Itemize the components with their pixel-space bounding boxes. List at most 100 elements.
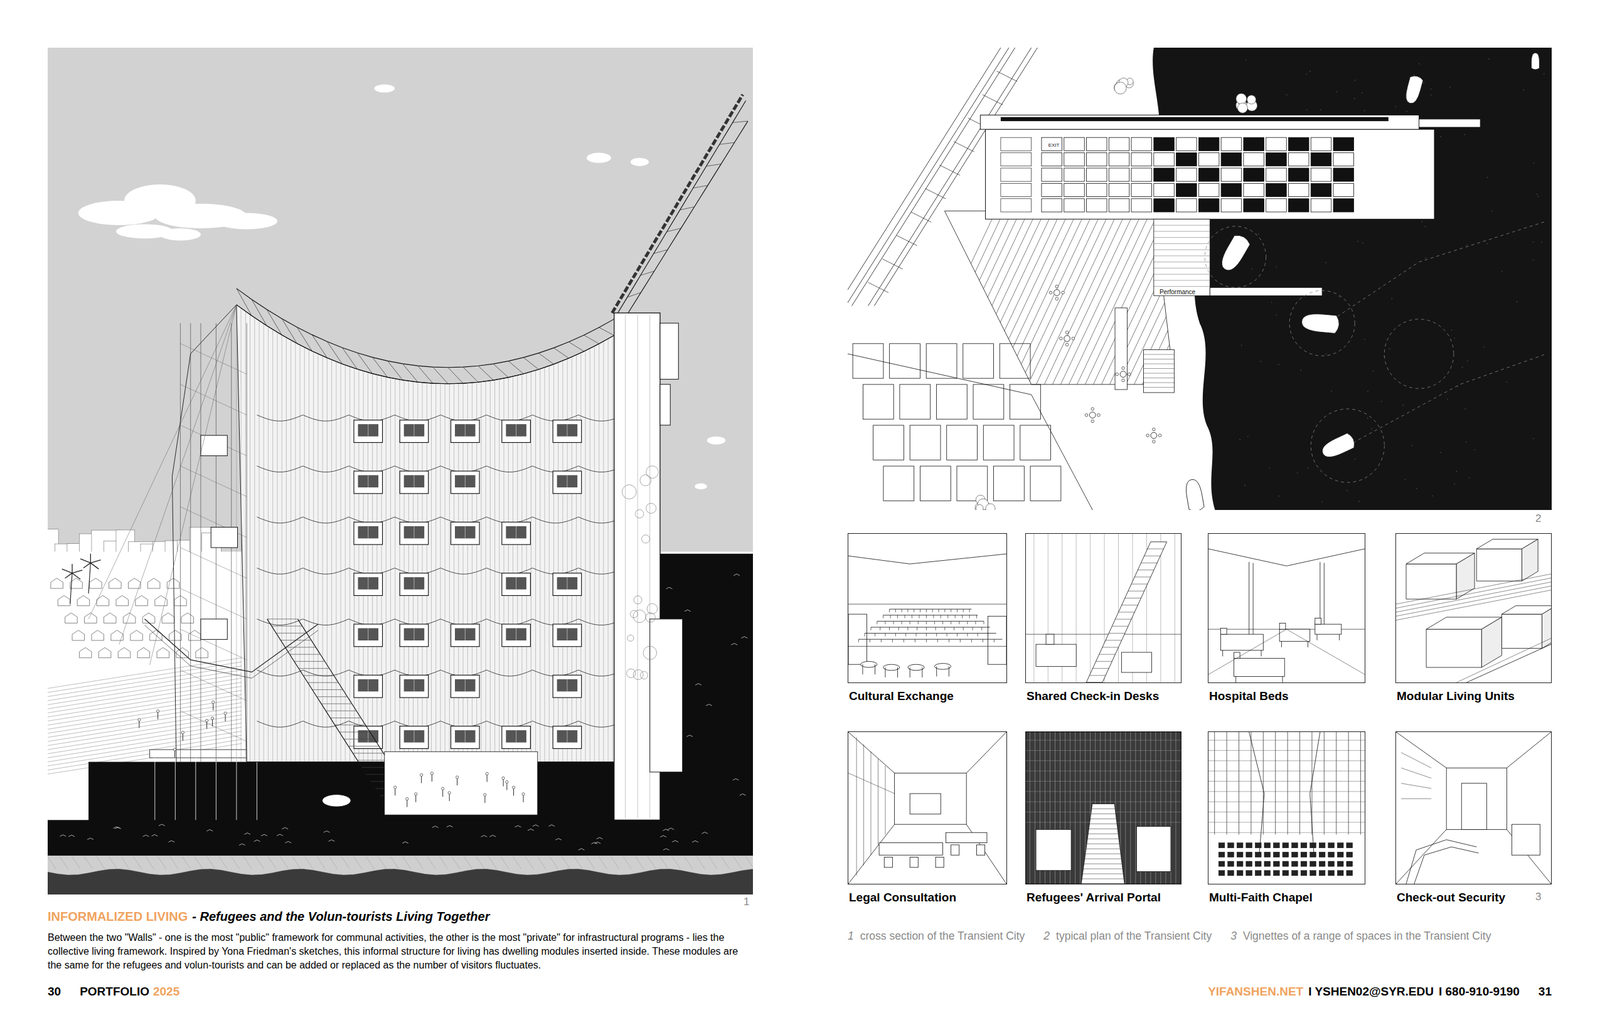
person	[394, 788, 396, 796]
sketch-line	[1083, 869, 1124, 870]
mullion	[544, 367, 546, 763]
portfolio-year: 2025	[153, 985, 180, 999]
module-frame	[413, 730, 415, 743]
sketch-rect	[1300, 843, 1307, 849]
water-texture	[1464, 408, 1466, 410]
solar-panels	[612, 94, 743, 314]
sketch-line	[950, 621, 952, 625]
sketch-line	[1086, 843, 1120, 845]
stair-step	[1143, 387, 1175, 388]
sea-bed-hatch	[170, 857, 179, 870]
sketch-line	[882, 615, 884, 619]
palm-leaf	[90, 560, 101, 564]
module-frame	[464, 628, 466, 641]
plaza-hatch	[47, 707, 242, 738]
water-texture	[1336, 90, 1338, 93]
living-module	[353, 522, 383, 545]
palm-leaf	[72, 570, 83, 574]
water-texture	[1275, 266, 1277, 268]
city-block	[873, 425, 905, 460]
stair-step	[280, 640, 312, 641]
sea-bed-hatch	[194, 857, 203, 870]
plaza-hatch	[1023, 200, 1115, 395]
city-block	[999, 343, 1031, 379]
module-frame	[464, 424, 466, 437]
cloud	[374, 84, 396, 93]
sketch-path	[1521, 539, 1538, 582]
pier-line	[1153, 255, 1210, 256]
road-line	[874, 47, 1038, 307]
sketch-line	[971, 639, 972, 643]
living-module	[353, 420, 383, 443]
tree-foliage	[640, 474, 652, 487]
water-texture	[1271, 301, 1273, 304]
sea-bed-hatch	[660, 857, 669, 870]
email: I YSHEN02@SYR.EDU	[1308, 985, 1434, 999]
tower-brace	[180, 710, 247, 742]
module-cell	[1086, 198, 1108, 213]
living-module	[399, 522, 429, 545]
sketch-line	[890, 615, 891, 619]
sketch-rect	[1328, 861, 1335, 867]
water-texture	[1533, 162, 1535, 164]
city-block	[899, 384, 931, 420]
sketch-line	[1102, 646, 1119, 648]
house	[65, 613, 78, 624]
sketch-line	[938, 609, 940, 613]
mullion	[304, 347, 305, 763]
sketch-line	[870, 751, 872, 856]
module-cell	[1131, 168, 1152, 182]
truss-diagonal	[311, 335, 327, 359]
stilt	[256, 757, 258, 821]
wave-mark	[666, 587, 673, 589]
person	[212, 719, 213, 727]
sketch-line	[969, 609, 971, 613]
sketch-line	[1307, 641, 1309, 648]
sea-bed-hatch	[574, 857, 583, 870]
plaza-hatch	[47, 661, 242, 693]
city-block	[936, 384, 967, 420]
sketch-path	[1414, 847, 1479, 885]
plaza-hatch	[949, 200, 1042, 395]
sketch-line	[953, 627, 955, 631]
sketch-line	[874, 664, 876, 675]
hanging-deck	[144, 625, 319, 679]
sketch-rect	[1279, 629, 1311, 642]
stair-rail	[267, 619, 385, 804]
palm-trunk	[88, 562, 91, 594]
pier-line	[1153, 225, 1210, 226]
road-line	[847, 47, 1009, 307]
sketch-line	[1235, 676, 1237, 683]
truss-diagonal	[680, 207, 695, 211]
cable	[119, 304, 237, 646]
sketch-line	[936, 666, 937, 677]
mullion	[608, 338, 609, 762]
route-circle	[1289, 290, 1355, 356]
wave-mark	[59, 835, 66, 837]
wave-mark	[684, 609, 691, 612]
vignette-title: Hospital Beds	[1209, 689, 1289, 704]
city-block	[1010, 384, 1041, 420]
sketch-line	[911, 615, 913, 619]
cloud	[586, 153, 612, 164]
module-cell	[1266, 198, 1287, 213]
city-block	[919, 466, 951, 501]
tree-foliage	[627, 634, 634, 642]
tree-foliage	[633, 596, 642, 605]
sea-bed-hatch	[439, 857, 448, 870]
sketch-line	[936, 633, 937, 637]
truss-diagonal	[627, 292, 642, 297]
project-description: Between the two "Walls" - one is the mos…	[47, 931, 753, 973]
person	[182, 734, 184, 742]
sketch-line	[1208, 740, 1365, 742]
sketch-line	[1263, 732, 1264, 836]
sketch-line	[1025, 760, 1181, 762]
person	[415, 795, 416, 803]
water-texture	[1453, 337, 1456, 339]
sketch-line	[954, 615, 956, 619]
water-texture	[1522, 89, 1525, 91]
water-texture	[1411, 444, 1414, 447]
sketch-line	[848, 773, 895, 794]
tree-foliage	[635, 509, 644, 518]
water-texture	[1309, 70, 1311, 73]
